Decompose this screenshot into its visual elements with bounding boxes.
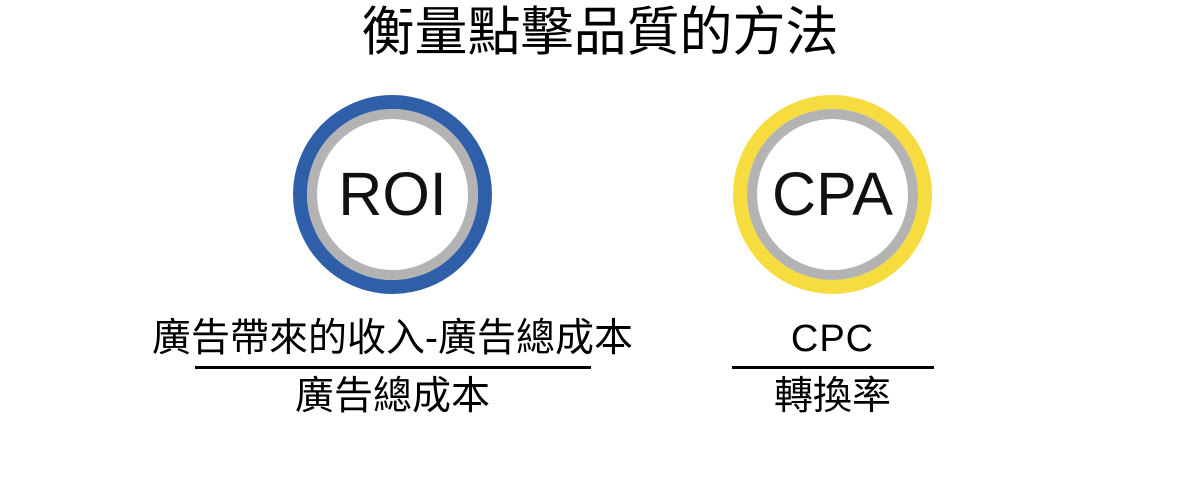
metric-block-roi: ROI 廣告帶來的收入-廣告總成本 廣告總成本 — [80, 95, 705, 420]
roi-ring-badge: ROI — [293, 95, 492, 294]
roi-badge-label: ROI — [338, 160, 447, 228]
cpa-ring-badge: CPA — [733, 95, 932, 294]
roi-formula-numerator: 廣告帶來的收入-廣告總成本 — [152, 317, 633, 360]
cpa-formula-denominator: 轉換率 — [773, 375, 891, 418]
cpa-inner-ring: CPA — [747, 109, 918, 280]
cpa-fraction-bar — [731, 366, 934, 369]
cpa-formula: CPC 轉換率 — [705, 316, 960, 420]
roi-formula-denominator: 廣告總成本 — [294, 375, 490, 418]
cpa-badge-label: CPA — [772, 160, 893, 228]
roi-formula: 廣告帶來的收入-廣告總成本 廣告總成本 — [80, 316, 705, 420]
roi-badge-wrapper: ROI — [80, 95, 705, 294]
roi-fraction-bar — [194, 366, 591, 369]
cpa-formula-numerator: CPC — [790, 318, 875, 360]
cpa-badge-wrapper: CPA — [705, 95, 960, 294]
metric-block-cpa: CPA CPC 轉換率 — [705, 95, 960, 420]
roi-inner-ring: ROI — [307, 109, 478, 280]
slide-title: 衡量點擊品質的方法 — [361, 3, 839, 62]
